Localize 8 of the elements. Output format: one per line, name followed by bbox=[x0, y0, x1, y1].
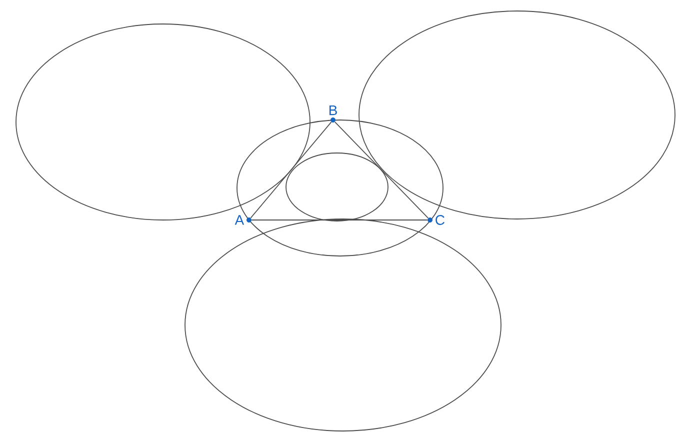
node-label: A bbox=[234, 215, 244, 225]
triangle-side bbox=[334, 121, 429, 218]
triangle-side bbox=[250, 122, 332, 218]
node-label: C bbox=[436, 215, 444, 225]
labeled-point: C bbox=[428, 215, 444, 225]
labeled-point: A bbox=[234, 215, 252, 225]
labeled-point: B bbox=[329, 105, 337, 122]
node-label: B bbox=[329, 105, 337, 116]
